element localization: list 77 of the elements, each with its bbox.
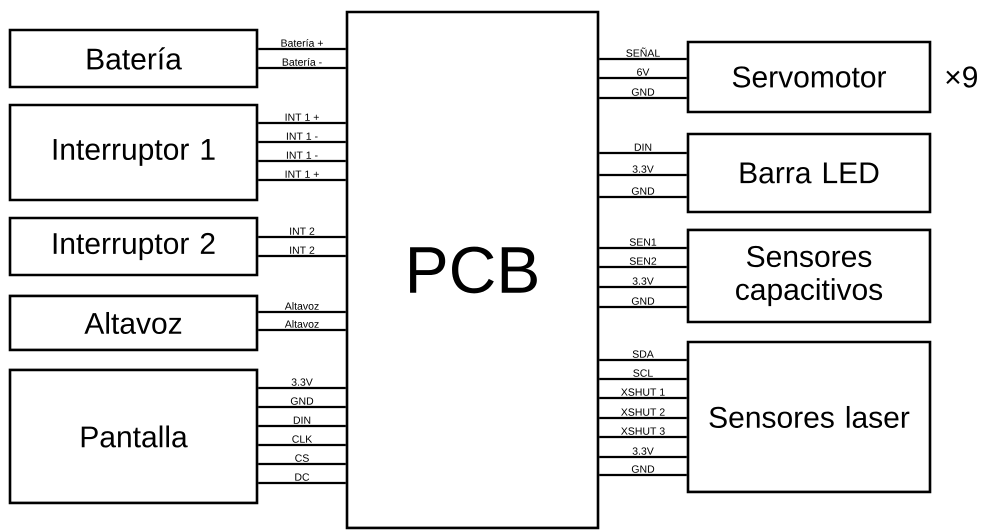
component-box: Sensores capacitivos: [686, 228, 932, 324]
wire: [258, 462, 346, 466]
wire: [258, 406, 346, 408]
wire: [258, 66, 346, 70]
wire: [258, 310, 346, 314]
wire: [599, 246, 687, 250]
wire-label: INT 1 -: [285, 132, 319, 140]
wire: [258, 160, 346, 162]
wire-label: Batería +: [280, 38, 324, 48]
wire: [258, 140, 346, 144]
wire-label: SCL: [632, 368, 654, 378]
wire: [258, 254, 346, 258]
wire: [599, 358, 687, 362]
wire: [258, 424, 346, 428]
wire-label: DIN: [633, 142, 653, 152]
wire: [599, 174, 687, 176]
wire: [258, 178, 346, 182]
wire: [599, 378, 687, 380]
wire-label: CLK: [291, 434, 313, 444]
wire-label: DIN: [292, 416, 312, 424]
wire: [599, 196, 687, 198]
wire-label: SEN2: [628, 256, 658, 266]
wire-label: CS: [294, 454, 310, 462]
wire-label: 3.3V: [632, 446, 654, 456]
component-box: Pantalla: [8, 368, 258, 504]
wire-label: SEN1: [628, 238, 658, 246]
wire-label: DC: [294, 472, 310, 482]
wire: [258, 48, 346, 50]
wire-label: INT 2: [288, 226, 316, 236]
wire: [258, 122, 346, 124]
wire: [258, 328, 346, 332]
wire-label: GND: [630, 296, 656, 306]
wire: [599, 456, 687, 458]
wire: [599, 58, 687, 60]
wire: [599, 306, 687, 308]
wire: [258, 482, 346, 484]
component-box: Interruptor 2: [8, 216, 258, 276]
wire-label: XSHUT 1: [620, 388, 666, 396]
wire: [599, 474, 687, 476]
pcb-box: PCB: [346, 10, 600, 530]
wire: [258, 236, 346, 238]
multiplier-label: ×9: [946, 66, 977, 88]
wire-label: GND: [290, 396, 314, 406]
wire-label: 3.3V: [632, 164, 654, 174]
wire-label: Altavoz: [284, 301, 320, 310]
component-box: Batería: [8, 28, 258, 88]
wire: [599, 96, 687, 100]
wire-label: GND: [630, 186, 656, 196]
wire-label: 3.3V: [632, 276, 654, 286]
wire: [599, 286, 687, 288]
wire-label: GND: [630, 88, 656, 96]
wire-label: SEÑAL: [625, 46, 661, 58]
wire-label: 6V: [636, 68, 650, 76]
wire: [599, 266, 687, 268]
wire-label: SDA: [632, 350, 654, 358]
component-box: Sensores laser: [686, 340, 932, 494]
wire: [258, 444, 346, 446]
wire-label: INT 1 -: [285, 150, 319, 160]
wire: [599, 152, 687, 154]
component-box: Interruptor 1: [8, 104, 258, 202]
component-box: Servomotor: [686, 40, 932, 114]
wire-label: INT 1 +: [284, 112, 320, 122]
wire-label: 3.3V: [290, 378, 314, 386]
wire: [599, 396, 687, 400]
wire: [599, 416, 687, 420]
wire-label: XSHUT 3: [620, 426, 666, 436]
component-box: Barra LED: [686, 132, 932, 214]
wire-label: XSHUT 2: [620, 408, 666, 416]
wire-label: Altavoz: [284, 319, 320, 328]
wire-label: Batería -: [281, 57, 323, 66]
wire: [599, 436, 687, 438]
wire: [599, 76, 687, 80]
wire-label: INT 2: [288, 246, 316, 254]
component-box: Altavoz: [8, 294, 258, 352]
wire: [258, 386, 346, 390]
wire-label: INT 1 +: [284, 170, 320, 178]
wire-label: GND: [630, 464, 656, 474]
